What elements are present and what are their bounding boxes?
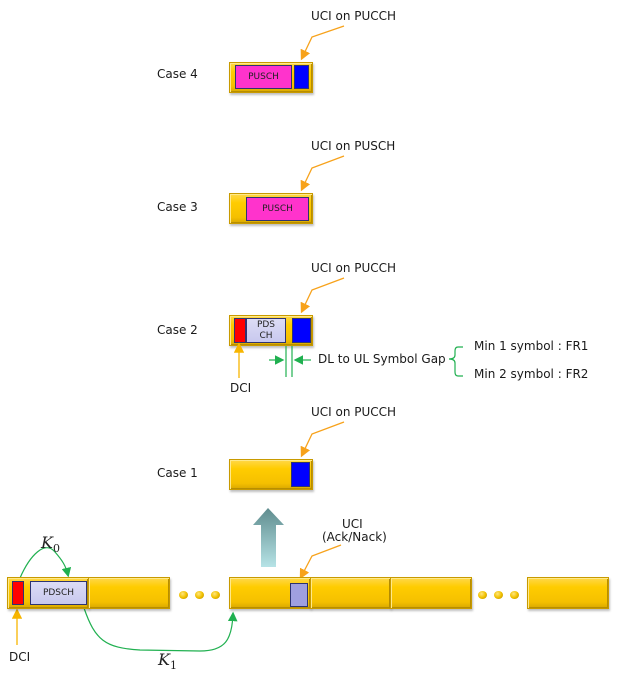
ellipsis-dot (179, 591, 188, 599)
k1-label: K1 (158, 650, 177, 672)
ellipsis-dot (195, 591, 204, 599)
case-2-annotation: UCI on PUCCH (311, 261, 397, 275)
pdsch-label-line1: PDS (256, 319, 276, 330)
pdsch-label-line2: CH (259, 330, 273, 341)
timeline-dci-block (12, 581, 24, 605)
timeline-pdsch-label: PDSCH (42, 587, 75, 598)
k0-sub: 0 (52, 542, 60, 556)
case-2-annotation-arrow (300, 277, 345, 314)
k1-arrow (83, 607, 238, 652)
dl-ul-gap-label: DL to UL Symbol Gap (318, 352, 446, 366)
up-arrow-icon (253, 508, 284, 567)
uci-ack-nack-arrow (299, 544, 342, 580)
gap-option-fr1: Min 1 symbol : FR1 (474, 339, 589, 353)
case-3-pusch-block: PUSCH (246, 197, 309, 221)
case-3-slot: PUSCH (229, 193, 313, 224)
uci-label-line1: UCI (342, 517, 363, 531)
timeline-pdsch-block: PDSCH (30, 581, 87, 605)
k1-main: K (158, 650, 170, 669)
case-2-dci-block (234, 318, 246, 343)
timeline-slot-6 (527, 577, 609, 609)
case-4-pucch-block (294, 65, 309, 89)
case-4-label: Case 4 (157, 67, 198, 81)
k1-sub: 1 (169, 659, 177, 673)
case-4-slot: PUSCH (229, 62, 313, 93)
case-4-annotation-arrow (300, 25, 345, 61)
case-1-slot (229, 459, 313, 490)
timeline-dci-label: DCI (9, 650, 31, 664)
case-4-pusch-block: PUSCH (235, 65, 292, 89)
case-1-annotation-arrow (300, 421, 345, 458)
case-2-dci-label: DCI (230, 381, 252, 395)
k0-label: K0 (41, 533, 60, 555)
uci-label-line2: (Ack/Nack) (322, 530, 387, 544)
case-2-label: Case 2 (157, 323, 198, 337)
pusch-label: PUSCH (248, 72, 279, 82)
k0-main: K (41, 533, 53, 552)
case-3-annotation: UCI on PUSCH (311, 139, 396, 153)
case-2-pucch-block (292, 318, 311, 343)
timeline-slot-5 (390, 577, 472, 609)
gap-option-fr2: Min 2 symbol : FR2 (474, 367, 589, 381)
case-4-annotation: UCI on PUCCH (311, 9, 397, 23)
case-3-label: Case 3 (157, 200, 198, 214)
case-1-annotation: UCI on PUCCH (311, 405, 397, 419)
ellipsis-dot (211, 591, 220, 599)
ellipsis-dot (510, 591, 519, 599)
case-1-label: Case 1 (157, 466, 198, 480)
timeline-uci-block (290, 583, 308, 607)
case-3-annotation-arrow (300, 155, 345, 192)
timeline-slot-4 (310, 577, 391, 609)
ellipsis-dot (478, 591, 487, 599)
timeline-slot-1: PDSCH (7, 577, 89, 609)
case-1-pucch-block (291, 462, 310, 487)
ellipsis-dot (494, 591, 503, 599)
gap-options-brace (448, 346, 463, 377)
pusch-label: PUSCH (262, 204, 293, 214)
timeline-slot-3 (229, 577, 311, 609)
timeline-slot-2 (88, 577, 170, 609)
